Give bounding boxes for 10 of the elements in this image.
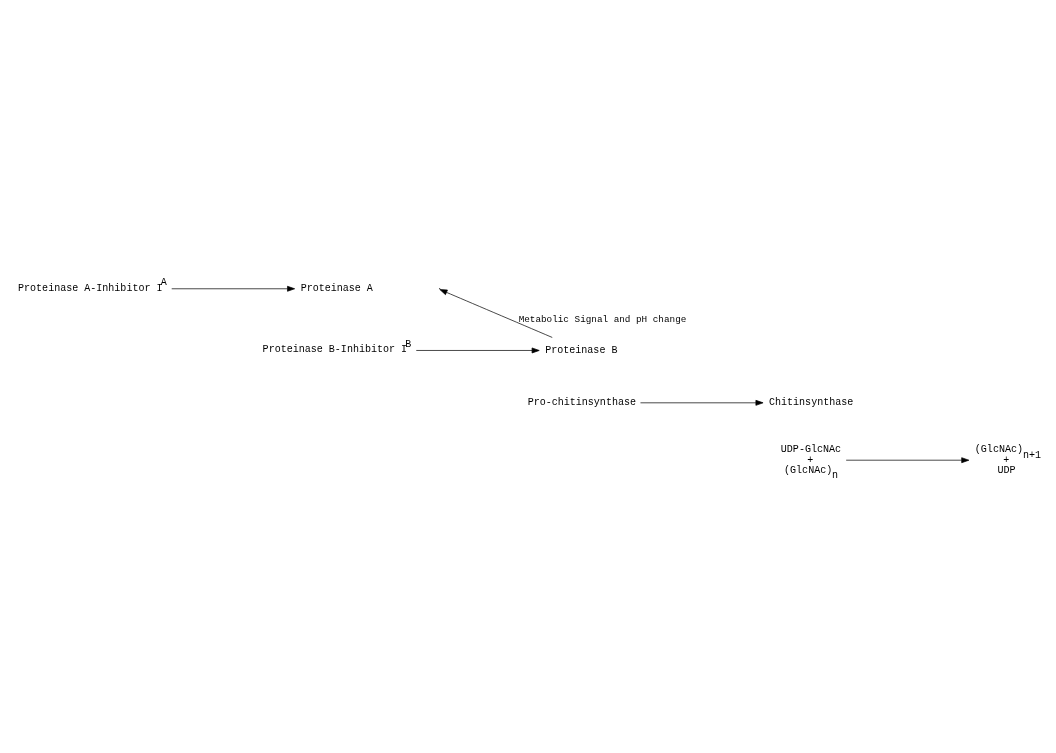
node-text: Proteinase B bbox=[545, 344, 618, 356]
arrow bbox=[640, 399, 764, 406]
node-text: Pro-chitinsynthase bbox=[527, 396, 636, 408]
arrow bbox=[439, 288, 553, 338]
arrow bbox=[171, 285, 295, 292]
edge-label: Metabolic Signal and pH change bbox=[518, 313, 687, 325]
arrow bbox=[845, 456, 970, 463]
node-text: Proteinase A bbox=[300, 282, 373, 294]
node-text: Chitinsynthase bbox=[768, 396, 854, 408]
arrow bbox=[415, 347, 540, 353]
